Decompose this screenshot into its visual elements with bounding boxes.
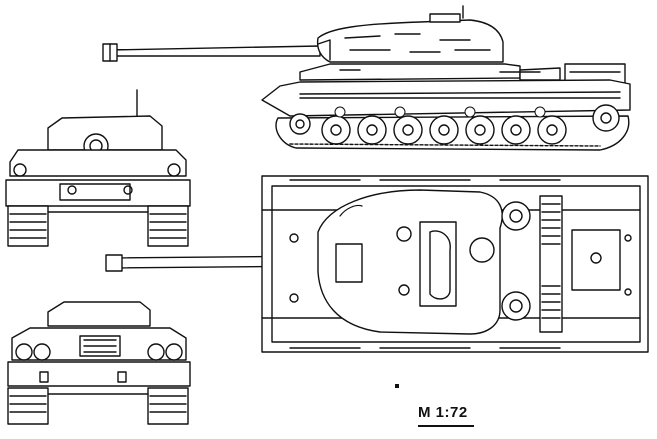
- front-view: [5, 89, 191, 247]
- reference-dot: [395, 384, 399, 388]
- scale-label: M 1:72: [418, 404, 468, 421]
- top-view: [105, 175, 649, 353]
- rear-view: [7, 301, 191, 425]
- side-view: [102, 5, 631, 151]
- scale-underline: [418, 425, 474, 427]
- road-wheels: [289, 104, 620, 145]
